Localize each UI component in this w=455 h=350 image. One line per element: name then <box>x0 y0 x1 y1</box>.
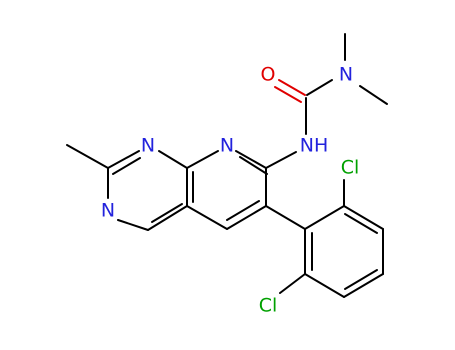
dichlorophenyl-ring <box>265 179 384 298</box>
pyrimidine-ring <box>66 144 188 231</box>
dimethylamino-n-label: N <box>339 64 353 86</box>
chlorine-top-label: Cl <box>341 157 360 179</box>
pyridine-n8-label: N <box>220 135 234 157</box>
bond-n8-c8a <box>186 150 219 169</box>
bond-c7-n8 <box>235 150 267 169</box>
bond-carbonyl-o-1 <box>278 79 306 96</box>
bond-carbonyl-o-2 <box>274 86 302 103</box>
amide-nh-label: NH <box>300 135 329 157</box>
bond-n3-c4 <box>117 219 149 231</box>
chlorine-bottom-label: Cl <box>259 295 278 317</box>
oxygen-atom-label: O <box>261 64 276 86</box>
bond-c4-c4a-inner <box>151 203 183 223</box>
pyridine-ring <box>186 150 297 230</box>
bond-ar1-ar2 <box>304 205 345 230</box>
bond-ar4-ar5-inner <box>344 269 378 290</box>
bond-n1-c2-inner <box>112 157 141 175</box>
bond-n1-c2 <box>107 150 140 169</box>
atom-labels: O N NH N N N Cl Cl <box>101 64 359 317</box>
bond-c6-c5-inner <box>226 200 260 221</box>
bond-c2-methyl <box>66 144 109 169</box>
pyrimidine-n1-label: N <box>141 135 155 157</box>
bond-c8a-n1 <box>158 150 188 169</box>
bond-c4-c4a <box>147 205 188 231</box>
bond-c6-aryl <box>265 205 306 230</box>
bond-ar5-ar6 <box>304 273 345 298</box>
bond-ar4-ar5 <box>343 273 384 298</box>
pyrimidine-n3-label: N <box>101 200 115 222</box>
bond-nh-c7 <box>265 151 297 169</box>
urea-group <box>274 33 388 135</box>
bond-c5-c4a <box>186 205 228 230</box>
bond-n-carbonyl <box>306 79 333 96</box>
bond-ar2-ar3-inner <box>344 213 378 234</box>
bond-n-methyl-right <box>359 85 388 105</box>
bond-c7-n8-inner <box>239 156 268 175</box>
bond-ar2-ar3 <box>343 205 384 230</box>
bond-c6-c5 <box>226 205 267 230</box>
bond-ar6-cl <box>279 273 306 294</box>
